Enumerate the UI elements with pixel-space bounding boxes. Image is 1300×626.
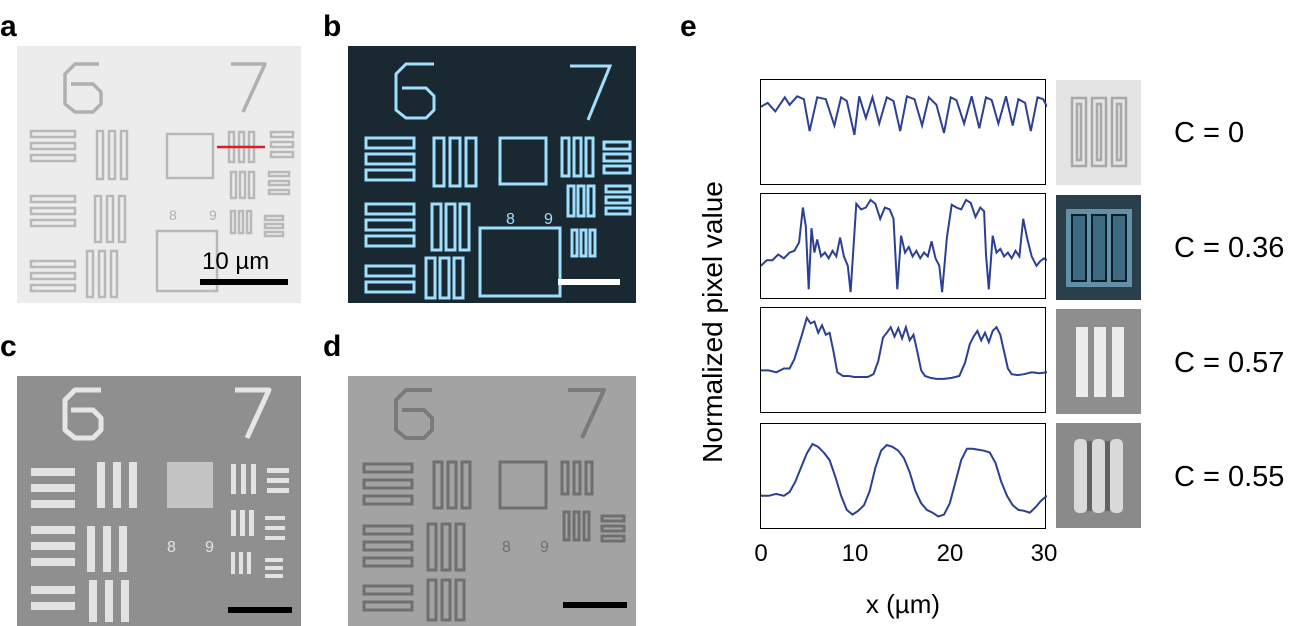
scale-bar-c	[228, 607, 292, 613]
group-number-c-9: 9	[205, 539, 214, 556]
group-number-c-8: 8	[167, 539, 176, 556]
contrast-label-3: C = 0.57	[1174, 347, 1285, 379]
contrast-label-1: C = 0	[1174, 117, 1245, 149]
profile-plot-svg-2	[761, 198, 1047, 293]
x-tick-label: 30	[1030, 540, 1058, 567]
group-number-a-9: 9	[209, 207, 217, 223]
microscopy-image-b: 8 9	[348, 46, 636, 303]
resolution-target-a: 8 9	[17, 46, 301, 303]
microscopy-image-d: 8 9	[348, 376, 636, 626]
panel-label-a: a	[0, 10, 17, 43]
contrast-label-4: C = 0.55	[1174, 461, 1285, 493]
profile-plot-4	[760, 423, 1047, 529]
profile-plot-svg-1	[761, 93, 1047, 136]
profile-plot-1	[760, 79, 1047, 185]
group-number-d-8: 8	[502, 539, 511, 556]
profile-plot-svg-4	[761, 442, 1047, 518]
profile-line-4	[761, 442, 1047, 518]
group-number-b-9: 9	[544, 211, 553, 228]
profile-plot-3	[760, 307, 1047, 413]
group-number-a-8: 8	[169, 207, 177, 223]
microscopy-image-a: 8 9	[17, 46, 301, 303]
panel-label-d: d	[323, 330, 342, 363]
profile-line-2	[761, 198, 1047, 293]
x-tick-label: 0	[754, 540, 768, 567]
profile-line-3	[761, 315, 1047, 380]
scale-bar-label-a: 10 µm	[202, 248, 270, 275]
scale-bar-a	[200, 279, 288, 285]
group-number-b-8: 8	[506, 211, 515, 228]
profile-plot-2	[760, 193, 1047, 299]
scale-bar-d	[563, 602, 627, 608]
panel-label-e: e	[680, 10, 697, 43]
contrast-label-2: C = 0.36	[1174, 232, 1285, 264]
group-number-d-9: 9	[540, 539, 549, 556]
resolution-target-b: 8 9	[348, 46, 636, 303]
x-tick-label: 10	[841, 540, 869, 567]
profile-thumbnail-4	[1056, 423, 1141, 528]
y-axis-label: Normalized pixel value	[697, 181, 728, 463]
profile-plot-svg-3	[761, 315, 1047, 380]
panel-label-b: b	[323, 10, 342, 43]
resolution-target-c: 8 9	[17, 376, 301, 626]
profile-thumbnail-1	[1056, 80, 1141, 185]
profile-thumbnail-3	[1056, 309, 1141, 414]
panel-label-c: c	[0, 330, 17, 363]
scale-bar-b	[558, 279, 620, 285]
microscopy-image-c: 8 9	[17, 376, 301, 626]
resolution-target-d: 8 9	[348, 376, 636, 626]
x-axis-label: x (µm)	[865, 589, 941, 619]
profile-thumbnail-2	[1056, 195, 1141, 300]
profile-line-1	[761, 93, 1047, 136]
x-tick-label: 20	[936, 540, 964, 567]
